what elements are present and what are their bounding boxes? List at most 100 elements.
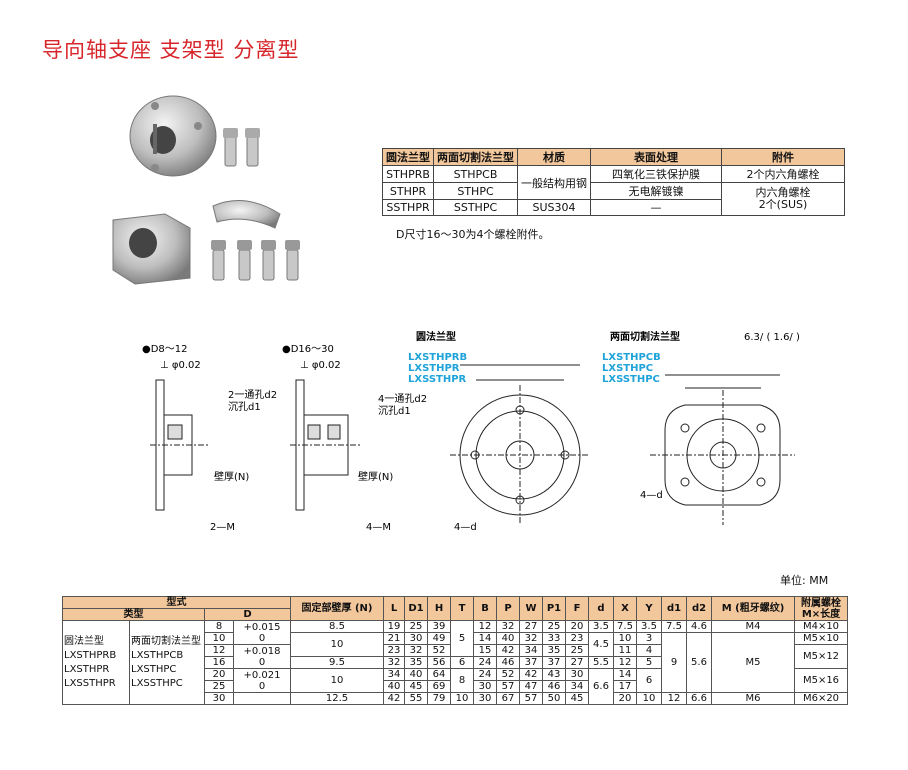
roughness-mark: 6.3/ ( 1.6/ ) bbox=[744, 332, 800, 343]
spec-cell: SSTHPC bbox=[433, 199, 518, 216]
header-M: M (粗牙螺纹) bbox=[711, 596, 795, 621]
product-photos bbox=[112, 95, 300, 285]
cell-bolt: M5×16 bbox=[794, 668, 848, 693]
cell-B: 30 bbox=[473, 692, 497, 705]
cell-F: 20 bbox=[565, 620, 589, 633]
cell-D: 10 bbox=[204, 632, 234, 645]
header-F: F bbox=[565, 596, 589, 621]
cell-P: 46 bbox=[496, 656, 520, 669]
hole-count-round: 4—d bbox=[454, 522, 477, 533]
cell-bolt: M5×12 bbox=[794, 644, 848, 669]
cell-F: 30 bbox=[565, 668, 589, 681]
header-B: B bbox=[473, 596, 497, 621]
spec-header: 材质 bbox=[517, 148, 591, 166]
type-text: LXSTHPRB bbox=[64, 649, 117, 661]
type-text: LXSSTHPC bbox=[131, 677, 183, 689]
type-text: LXSTHPC bbox=[131, 663, 177, 675]
cell-F: 34 bbox=[565, 680, 589, 693]
cell-P1: 35 bbox=[542, 644, 566, 657]
cbore-label-4: 沉孔d1 bbox=[378, 404, 411, 417]
header-T: T bbox=[450, 596, 474, 621]
cell-L: 32 bbox=[383, 656, 405, 669]
cell-B: 12 bbox=[473, 620, 497, 633]
cell-H: 64 bbox=[427, 668, 451, 681]
cell-T: 10 bbox=[450, 692, 474, 705]
type-text: LXSSTHPR bbox=[64, 677, 116, 689]
cell-tol: +0.015 0 bbox=[233, 620, 291, 645]
type-text: LXSTHPCB bbox=[131, 649, 184, 661]
cell-d2: 6.6 bbox=[686, 692, 712, 705]
cell-P1: 33 bbox=[542, 632, 566, 645]
cell-W: 42 bbox=[519, 668, 543, 681]
cell-d1: 9 bbox=[661, 632, 687, 693]
spec-header: 附件 bbox=[721, 148, 845, 166]
cell-d1: 7.5 bbox=[661, 620, 687, 633]
cell-W: 32 bbox=[519, 632, 543, 645]
cell-B: 30 bbox=[473, 680, 497, 693]
type-text: 圆法兰型 bbox=[64, 635, 104, 647]
header-Y: Y bbox=[636, 596, 662, 621]
cell-X: 7.5 bbox=[613, 620, 637, 633]
cell-L: 19 bbox=[383, 620, 405, 633]
cell-D1: 35 bbox=[404, 656, 428, 669]
cell-tol: +0.018 0 bbox=[233, 644, 291, 669]
cell-W: 47 bbox=[519, 680, 543, 693]
spec-cell: — bbox=[590, 199, 722, 216]
header-H: H bbox=[427, 596, 451, 621]
table-row: SSTHPR SSTHPC SUS304 — bbox=[382, 199, 845, 216]
cut-flange-title: 两面切割法兰型 bbox=[610, 330, 680, 343]
spec-header: 表面处理 bbox=[590, 148, 722, 166]
cell-F: 45 bbox=[565, 692, 589, 705]
spec-cell: 2个内六角螺栓 bbox=[721, 165, 845, 183]
cell-P: 57 bbox=[496, 680, 520, 693]
cell-L: 40 bbox=[383, 680, 405, 693]
cell-H: 49 bbox=[427, 632, 451, 645]
spec-cell: 无电解镀镍 bbox=[590, 182, 722, 200]
header-W: W bbox=[519, 596, 543, 621]
header-wall: 固定部壁厚 (N) bbox=[290, 596, 384, 621]
cell-H: 39 bbox=[427, 620, 451, 633]
spec-table: 圆法兰型 两面切割法兰型 材质 表面处理 附件 STHPRB STHPCB 一般… bbox=[382, 148, 845, 216]
cell-D: 16 bbox=[204, 656, 234, 669]
header-L: L bbox=[383, 596, 405, 621]
cell-D1: 45 bbox=[404, 680, 428, 693]
spec-text: 2个(SUS) bbox=[758, 198, 808, 211]
page-title: 导向轴支座 支架型 分离型 bbox=[42, 38, 300, 62]
cell-N: 10 bbox=[290, 632, 384, 657]
cell-D1: 55 bbox=[404, 692, 428, 705]
cell-D: 12 bbox=[204, 644, 234, 657]
cut-model: LXSSTHPC bbox=[602, 374, 660, 385]
cell-F: 25 bbox=[565, 644, 589, 657]
cell-X: 10 bbox=[613, 632, 637, 645]
cell-N: 10 bbox=[290, 668, 384, 693]
cell-T: 6 bbox=[450, 656, 474, 669]
cell-d2: 4.6 bbox=[686, 620, 712, 633]
cell-L: 34 bbox=[383, 668, 405, 681]
cell-P1: 50 bbox=[542, 692, 566, 705]
table-header-row: 型式 固定部壁厚 (N) L D1 H T B P W P1 F d X Y d… bbox=[62, 596, 848, 621]
tolerance-b: ⊥ φ0.02 bbox=[300, 360, 341, 371]
cell-Y: 6 bbox=[636, 668, 662, 693]
cell-W: 27 bbox=[519, 620, 543, 633]
table-row: 30 12.5 42 55 79 10 30 67 57 50 45 20 10… bbox=[63, 692, 848, 705]
cell-P1: 25 bbox=[542, 620, 566, 633]
spec-text: 内六角螺栓 bbox=[755, 186, 811, 199]
unit-label: 单位: MM bbox=[780, 574, 829, 587]
round-flange-title: 圆法兰型 bbox=[416, 330, 456, 343]
header-P1: P1 bbox=[542, 596, 566, 621]
cell-X: 12 bbox=[613, 656, 637, 669]
cell-B: 14 bbox=[473, 632, 497, 645]
spec-note: D尺寸16～30为4个螺栓附件。 bbox=[396, 228, 550, 241]
cell-D1: 40 bbox=[404, 668, 428, 681]
spec-cell: 一般结构用钢 bbox=[517, 165, 591, 200]
table-row: 16 9.5 32 35 56 6 24 46 37 37 27 5.5 12 … bbox=[63, 656, 848, 669]
cell-N: 8.5 bbox=[290, 620, 384, 633]
cell-d: 3.5 bbox=[588, 620, 614, 633]
spec-cell: STHPC bbox=[433, 182, 518, 200]
spec-cell: SSTHPR bbox=[382, 199, 434, 216]
cell-H: 56 bbox=[427, 656, 451, 669]
round-model: LXSSTHPR bbox=[408, 374, 467, 385]
spec-cell: 四氧化三铁保护膜 bbox=[590, 165, 722, 183]
cell-bolt: M4×10 bbox=[794, 620, 848, 633]
